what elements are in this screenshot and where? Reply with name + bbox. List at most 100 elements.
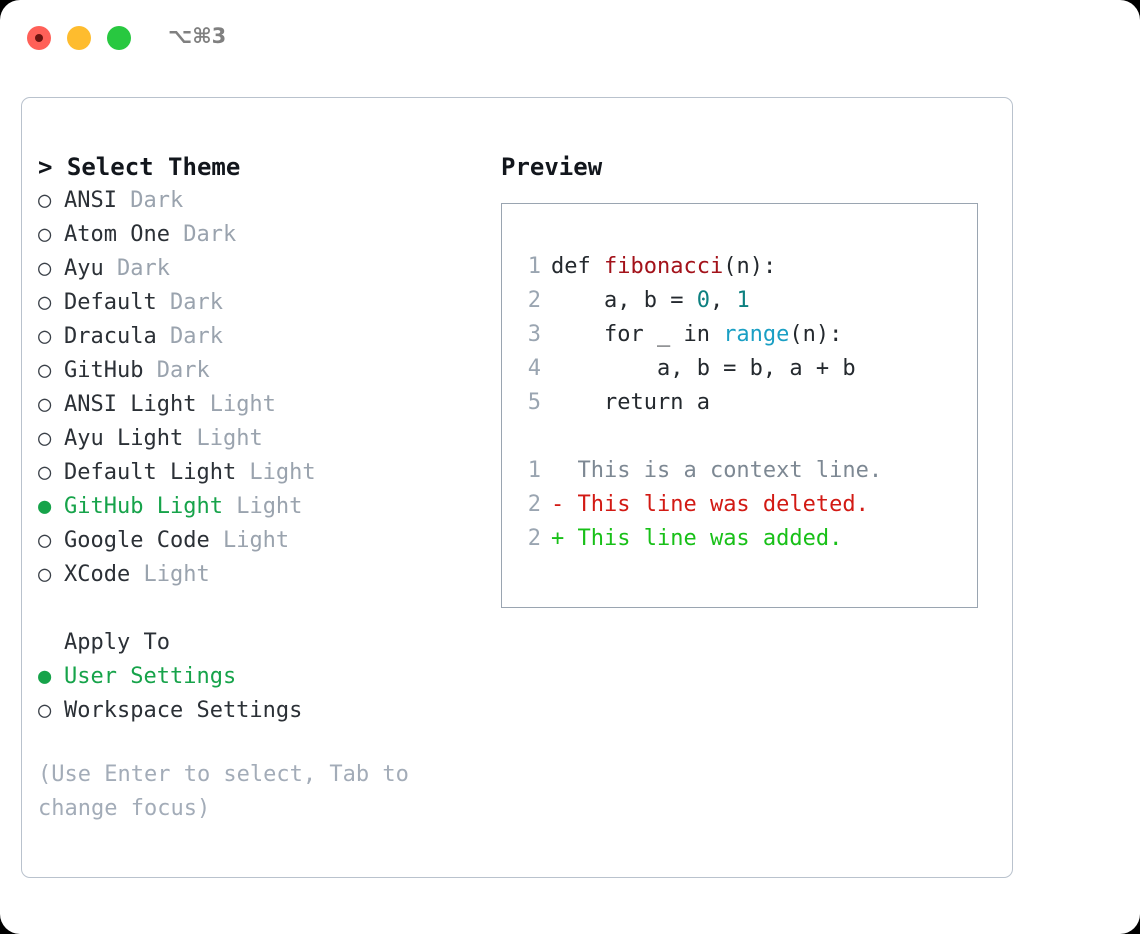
radio-unselected-icon: ○	[38, 460, 52, 485]
theme-list-item[interactable]: ○ Default Dark	[38, 286, 468, 320]
code-token: a, b =	[551, 288, 697, 313]
theme-name-label: Google Code	[64, 528, 210, 553]
radio-selected-icon: ●	[38, 664, 52, 689]
theme-list-item[interactable]: ○ Dracula Dark	[38, 320, 468, 354]
code-token: 0	[696, 288, 710, 313]
code-line: 5 return a	[515, 386, 882, 420]
line-number: 2	[527, 288, 541, 313]
theme-name-label: Ayu	[64, 256, 104, 281]
code-token: return a	[551, 390, 710, 415]
apply-to-heading: Apply To	[64, 630, 170, 655]
theme-name-label: Ayu Light	[64, 426, 184, 451]
select-theme-heading: > Select Theme	[38, 153, 241, 181]
theme-variant-label: Dark	[116, 188, 184, 213]
code-token: a, b = b, a + b	[551, 356, 856, 381]
theme-variant-label: Dark	[156, 290, 223, 315]
line-number: 2	[527, 492, 541, 517]
radio-unselected-icon: ○	[38, 562, 52, 587]
theme-name-label: GitHub Light	[64, 494, 223, 519]
keyboard-shortcut-label: ⌥⌘3	[168, 24, 227, 48]
theme-name-label: ANSI	[64, 188, 117, 213]
theme-list-item[interactable]: ○ Ayu Light Light	[38, 422, 468, 456]
main-panel: > Select Theme ○ANSI Dark○Atom One Dark○…	[21, 97, 1013, 878]
diff-line: 1 This is a context line.	[515, 454, 882, 488]
keyboard-hint-text: (Use Enter to select, Tab to change focu…	[38, 762, 409, 821]
radio-unselected-icon: ○	[38, 188, 52, 213]
line-number: 1	[527, 254, 541, 279]
radio-unselected-icon: ○	[38, 392, 52, 417]
line-number: 5	[527, 390, 541, 415]
theme-list-item[interactable]: ○Default Light Light	[38, 456, 468, 490]
radio-unselected-icon: ○	[38, 426, 52, 451]
code-line: 4 a, b = b, a + b	[515, 352, 882, 386]
theme-list-item[interactable]: ○ Google Code Light	[38, 524, 468, 558]
window-controls	[27, 26, 131, 50]
theme-list-item[interactable]: ○GitHub Dark	[38, 354, 468, 388]
theme-variant-label: Light	[222, 494, 303, 519]
code-token: for _ in	[551, 322, 724, 347]
code-token: 1	[736, 288, 750, 313]
code-token: fibonacci	[603, 254, 724, 279]
theme-name-label: Default	[64, 290, 157, 315]
theme-variant-label: Dark	[169, 222, 237, 247]
apply-to-label: Workspace Settings	[64, 698, 303, 723]
titlebar: ⌥⌘3	[0, 0, 1140, 78]
radio-unselected-icon: ○	[38, 528, 52, 553]
code-token: ,	[709, 288, 737, 313]
theme-list-item[interactable]: ○ ANSI Dark	[38, 184, 468, 218]
theme-variant-label: Light	[196, 392, 276, 417]
diff-text: This is a context line.	[564, 458, 883, 483]
radio-unselected-icon: ○	[38, 324, 52, 349]
diff-text: This line was deleted.	[564, 492, 869, 517]
theme-variant-label: Light	[236, 460, 316, 485]
theme-list-item[interactable]: ○ XCode Light	[38, 558, 468, 592]
spacer	[38, 592, 468, 626]
radio-unselected-icon: ○	[38, 290, 52, 315]
line-number: 1	[527, 458, 541, 483]
theme-name-label: Atom One	[64, 222, 170, 247]
code-token: (n):	[723, 254, 777, 279]
preview-heading: Preview	[501, 153, 603, 181]
close-window-button[interactable]	[27, 26, 51, 50]
blank-line	[515, 420, 882, 454]
theme-variant-label: Light	[130, 562, 210, 587]
diff-line: 2+ This line was added.	[515, 522, 882, 556]
apply-to-list[interactable]: ●User Settings ○ Workspace Settings	[38, 660, 468, 728]
theme-variant-label: Dark	[156, 324, 223, 349]
theme-variant-label: Light	[209, 528, 290, 553]
theme-list-item[interactable]: ○ Atom One Dark	[38, 218, 468, 252]
diff-marker: -	[551, 492, 565, 517]
code-line: 2 a, b = 0, 1	[515, 284, 882, 318]
radio-unselected-icon: ○	[38, 222, 52, 247]
radio-unselected-icon: ○	[38, 358, 52, 383]
minimize-window-button[interactable]	[67, 26, 91, 50]
theme-picker-column: > Select Theme ○ANSI Dark○Atom One Dark○…	[38, 150, 468, 826]
theme-variant-label: Dark	[103, 256, 170, 281]
maximize-window-button[interactable]	[107, 26, 131, 50]
apply-to-option[interactable]: ●User Settings	[38, 660, 468, 694]
diff-marker	[551, 458, 564, 483]
theme-list-item[interactable]: ○ ANSI Light Light	[38, 388, 468, 422]
theme-list-item[interactable]: ○ Ayu Dark	[38, 252, 468, 286]
theme-list-item[interactable]: ● GitHub Light Light	[38, 490, 468, 524]
theme-name-label: Dracula	[64, 324, 157, 349]
code-token: (n):	[789, 322, 843, 347]
theme-name-label: ANSI Light	[64, 392, 197, 417]
diff-marker: +	[551, 526, 565, 551]
radio-unselected-icon: ○	[38, 698, 52, 723]
code-line: 3 for _ in range(n):	[515, 318, 882, 352]
theme-variant-label: Dark	[143, 358, 210, 383]
code-token: range	[723, 322, 790, 347]
line-number: 4	[527, 356, 541, 381]
diff-line: 2- This line was deleted.	[515, 488, 882, 522]
theme-name-label: XCode	[64, 562, 131, 587]
radio-unselected-icon: ○	[38, 256, 52, 281]
panel-columns: > Select Theme ○ANSI Dark○Atom One Dark○…	[22, 98, 1012, 877]
theme-list[interactable]: ○ANSI Dark○Atom One Dark○Ayu Dark○Defaul…	[38, 184, 468, 592]
theme-variant-label: Light	[183, 426, 263, 451]
radio-selected-icon: ●	[38, 494, 52, 519]
apply-to-option[interactable]: ○ Workspace Settings	[38, 694, 468, 728]
